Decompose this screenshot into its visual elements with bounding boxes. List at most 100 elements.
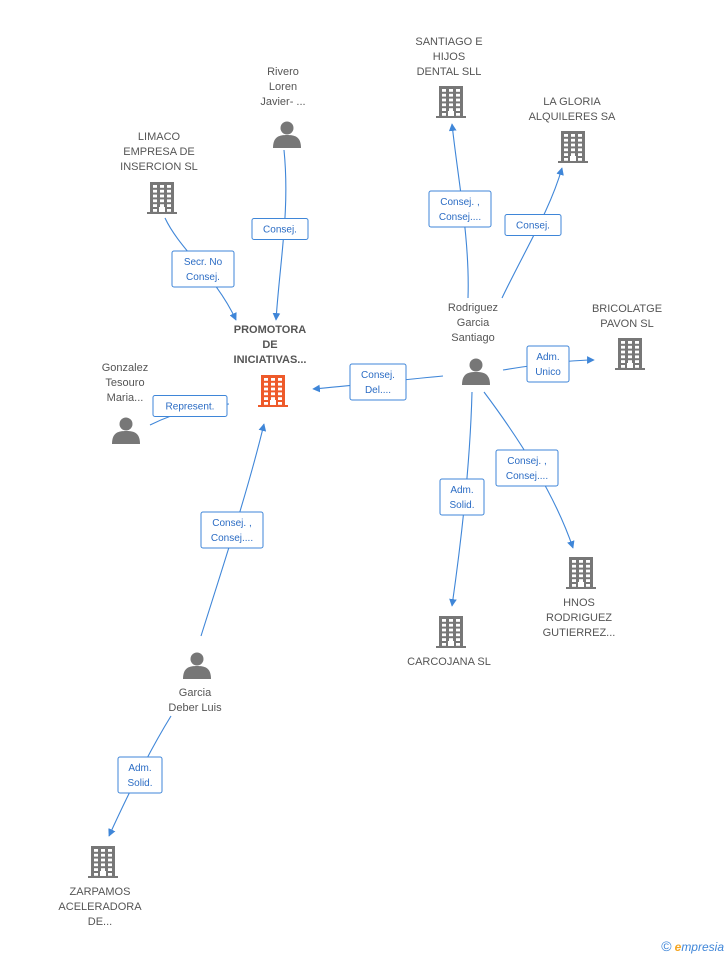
node-label: Santiago: [451, 332, 494, 344]
edge-label[interactable]: Consej.: [504, 214, 562, 236]
node-label: BRICOLATGE: [592, 303, 662, 315]
edge-rodriguez-carcojana: Adm.Solid.: [439, 391, 485, 607]
edge-label-text: Del....: [365, 385, 391, 396]
node-label: LIMACO: [138, 131, 181, 143]
building-icon: [88, 846, 118, 878]
building-icon: [566, 557, 596, 589]
edge-label[interactable]: Adm. Unico: [526, 345, 570, 383]
edge-label-text: Consej.: [361, 370, 395, 381]
edge-label-box: [152, 395, 228, 417]
node-label: Maria...: [107, 392, 144, 404]
building-icon: [615, 338, 645, 370]
edge-label-box: [439, 478, 485, 516]
node-label: Loren: [269, 81, 297, 93]
node-carcojana[interactable]: CARCOJANA SL: [407, 616, 491, 668]
node-label: SANTIAGO E: [415, 36, 482, 48]
edge-label-text: Consej.: [516, 221, 550, 232]
edge-label-text: Consej. ,: [212, 518, 251, 529]
building-icon: [147, 182, 177, 214]
edge-label-text: Solid.: [127, 778, 152, 789]
edge-label[interactable]: Adm.Solid.: [117, 756, 163, 794]
node-zarpamos[interactable]: ZARPAMOS ACELERADORA DE...: [58, 846, 142, 928]
edge-label-text: Consej. ,: [507, 456, 546, 467]
edge-label-text: Consej. ,: [440, 197, 479, 208]
person-icon: [112, 417, 140, 444]
brand-initial: e: [674, 940, 682, 954]
edge-label[interactable]: Consej. ,Consej....: [495, 449, 559, 487]
edge-label-text: Adm.: [450, 485, 473, 496]
node-santiago-e-hijos[interactable]: SANTIAGO E HIJOS DENTAL SLL: [415, 36, 483, 118]
edge-rodriguez-santiago: Consej. , Consej....: [428, 123, 492, 299]
node-promotora[interactable]: PROMOTORA DE INICIATIVAS...: [234, 324, 307, 407]
node-label: PROMOTORA: [234, 324, 307, 336]
edge-label[interactable]: Consej. , Consej....: [200, 511, 264, 549]
nodes-layer: PROMOTORA DE INICIATIVAS... SANTIAGO E HIJOS…: [58, 36, 662, 928]
person-icon: [462, 358, 490, 385]
edge-label-box: [349, 363, 407, 401]
edge-label-box: [526, 345, 570, 383]
building-icon: [436, 616, 466, 648]
building-icon: [558, 131, 588, 163]
edge-rodriguez-bricolatge: Adm. Unico: [502, 345, 595, 383]
node-rivero[interactable]: RiveroLorenJavier- ...: [260, 66, 306, 148]
node-label: DE...: [88, 916, 112, 928]
node-label: Gonzalez: [102, 362, 148, 374]
node-label: Tesouro: [105, 377, 144, 389]
edge-label-box: [171, 250, 235, 288]
node-hnos-rodriguez[interactable]: HNOSRODRIGUEZGUTIERREZ...: [543, 557, 616, 639]
edge-rivero-promotora: Consej.: [251, 149, 309, 321]
node-label: HIJOS: [433, 51, 465, 63]
node-label: DE: [262, 339, 277, 351]
edge-label-text: Consej....: [211, 533, 253, 544]
edge-label[interactable]: Adm.Solid.: [439, 478, 485, 516]
edge-label-box: [117, 756, 163, 794]
node-label: Garcia: [179, 687, 212, 699]
footer-brand: ©empresia: [661, 938, 724, 954]
node-label: Rodriguez: [448, 302, 498, 314]
node-bricolatge[interactable]: BRICOLATGE PAVON SL: [592, 303, 662, 370]
edge-label-text: Consej....: [439, 212, 481, 223]
node-label: CARCOJANA SL: [407, 656, 491, 668]
edge-label[interactable]: Consej. Del....: [349, 363, 407, 401]
edge-label-text: Consej.: [263, 225, 297, 236]
node-gonzalez[interactable]: GonzalezTesouroMaria...: [102, 362, 148, 444]
edge-garcia-zarpamos: Adm.Solid.: [108, 715, 172, 837]
node-label: HNOS: [563, 597, 595, 609]
node-label: Rivero: [267, 66, 299, 78]
node-la-gloria[interactable]: LA GLORIA ALQUILERES SA: [529, 96, 616, 163]
node-label: LA GLORIA: [543, 96, 601, 108]
edge-rodriguez-lagloria: Consej.: [501, 167, 564, 299]
edge-label-box: [495, 449, 559, 487]
node-label: PAVON SL: [600, 318, 653, 330]
building-icon: [436, 86, 466, 118]
building-icon: [258, 375, 288, 407]
node-label: EMPRESA DE: [123, 146, 195, 158]
edge-rodriguez-promotora: Consej. Del....: [312, 363, 444, 401]
node-label: ZARPAMOS: [70, 886, 131, 898]
edge-label[interactable]: Consej. , Consej....: [428, 190, 492, 228]
node-label: Garcia: [457, 317, 490, 329]
edge-rodriguez-hnos: Consej. ,Consej....: [483, 391, 575, 549]
node-label: Deber Luis: [168, 702, 222, 714]
brand-name: mpresia: [681, 940, 724, 954]
edges-layer: Consej.Secr. NoConsej.Represent.Consej.D…: [108, 123, 595, 837]
edge-label-text: Unico: [535, 367, 561, 378]
node-label: ALQUILERES SA: [529, 111, 616, 123]
edge-label-text: Represent.: [166, 402, 215, 413]
node-label: DENTAL SLL: [417, 66, 482, 78]
node-label: INICIATIVAS...: [234, 354, 307, 366]
node-label: RODRIGUEZ: [546, 612, 612, 624]
edge-label-box: [251, 218, 309, 240]
edge-gonzalez-promotora: Represent.: [149, 395, 230, 426]
edge-label-text: Adm.: [536, 352, 559, 363]
node-label: ACELERADORA: [58, 901, 142, 913]
node-label: Javier- ...: [260, 96, 305, 108]
edge-label[interactable]: Consej.: [251, 218, 309, 240]
edge-label-text: Consej.: [186, 272, 220, 283]
edge-label[interactable]: Represent.: [152, 395, 228, 417]
